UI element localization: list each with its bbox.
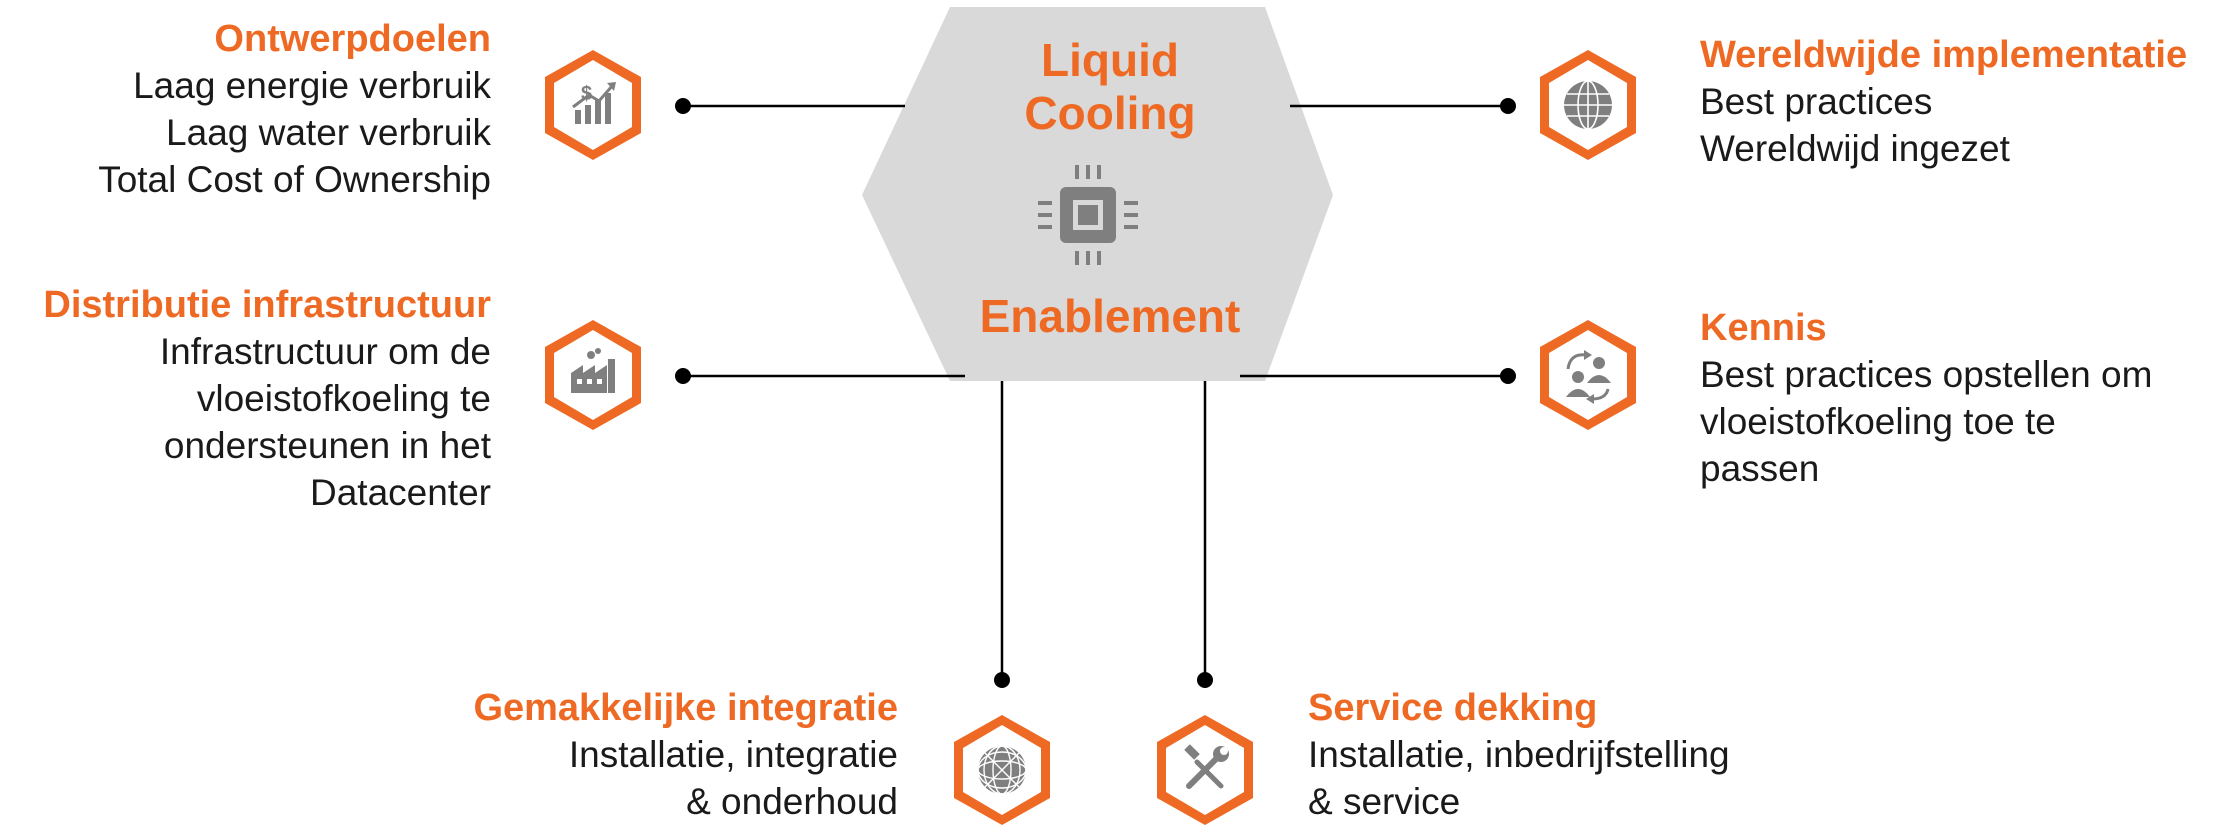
cpu-chip-icon xyxy=(1038,165,1138,265)
tools-icon xyxy=(1157,715,1253,825)
block-design-title: Ontwerpdoelen xyxy=(214,18,491,60)
block-knowledge: Kennis Best practices opstellen om vloei… xyxy=(1700,305,2152,492)
block-integration-line: Installatie, integratie xyxy=(568,734,898,775)
globe-icon xyxy=(1540,50,1636,160)
connector-lines xyxy=(688,104,1508,680)
center-subtitle: Enablement xyxy=(979,290,1241,342)
svg-text:$: $ xyxy=(581,83,592,105)
dot-integration xyxy=(994,672,1010,688)
block-knowledge-title: Kennis xyxy=(1700,307,1827,349)
center-title-line1: Liquid xyxy=(1041,34,1179,86)
block-worldwide-title: Wereldwijde implementatie xyxy=(1700,34,2188,76)
connector-dots xyxy=(675,98,1516,688)
people-exchange-icon xyxy=(1540,320,1636,430)
dot-worldwide xyxy=(1500,98,1516,114)
block-service-line: & service xyxy=(1308,781,1461,822)
center-title: Liquid Cooling xyxy=(965,34,1255,140)
block-design-line: Total Cost of Ownership xyxy=(98,159,491,200)
block-distribution-line: ondersteunen in het xyxy=(163,425,491,466)
block-service-line: Installatie, inbedrijfstelling xyxy=(1308,734,1730,775)
block-design-line: Laag energie verbruik xyxy=(133,65,491,106)
dot-distribution xyxy=(675,368,691,384)
dot-service xyxy=(1197,672,1213,688)
block-knowledge-line: Best practices opstellen om xyxy=(1700,354,2153,395)
block-integration: Gemakkelijke integratie Installatie, int… xyxy=(473,685,898,825)
block-service: Service dekking Installatie, inbedrijfst… xyxy=(1308,685,1730,825)
block-integration-line: & onderhoud xyxy=(686,781,898,822)
block-design: Ontwerpdoelen Laag energie verbruik Laag… xyxy=(98,16,491,203)
block-design-line: Laag water verbruik xyxy=(166,112,491,153)
block-integration-title: Gemakkelijke integratie xyxy=(473,687,898,729)
block-distribution-line: Datacenter xyxy=(310,472,491,513)
block-distribution-line: Infrastructuur om de xyxy=(159,331,491,372)
block-service-title: Service dekking xyxy=(1308,687,1598,729)
block-distribution-title: Distributie infrastructuur xyxy=(43,284,491,326)
block-worldwide-line: Best practices xyxy=(1700,81,1933,122)
block-worldwide: Wereldwijde implementatie Best practices… xyxy=(1700,32,2187,172)
block-knowledge-line: vloeistofkoeling toe te xyxy=(1700,401,2056,442)
block-knowledge-line: passen xyxy=(1700,448,1820,489)
center-title-line2: Cooling xyxy=(1024,87,1196,139)
block-distribution: Distributie infrastructuur Infrastructuu… xyxy=(43,282,491,516)
network-globe-icon xyxy=(954,715,1050,825)
factory-icon xyxy=(545,320,641,430)
block-distribution-line: vloeistofkoeling te xyxy=(196,378,491,419)
finance-growth-icon: $ xyxy=(545,50,641,160)
block-worldwide-line: Wereldwijd ingezet xyxy=(1700,128,2010,169)
dot-knowledge xyxy=(1500,368,1516,384)
dot-design xyxy=(675,98,691,114)
